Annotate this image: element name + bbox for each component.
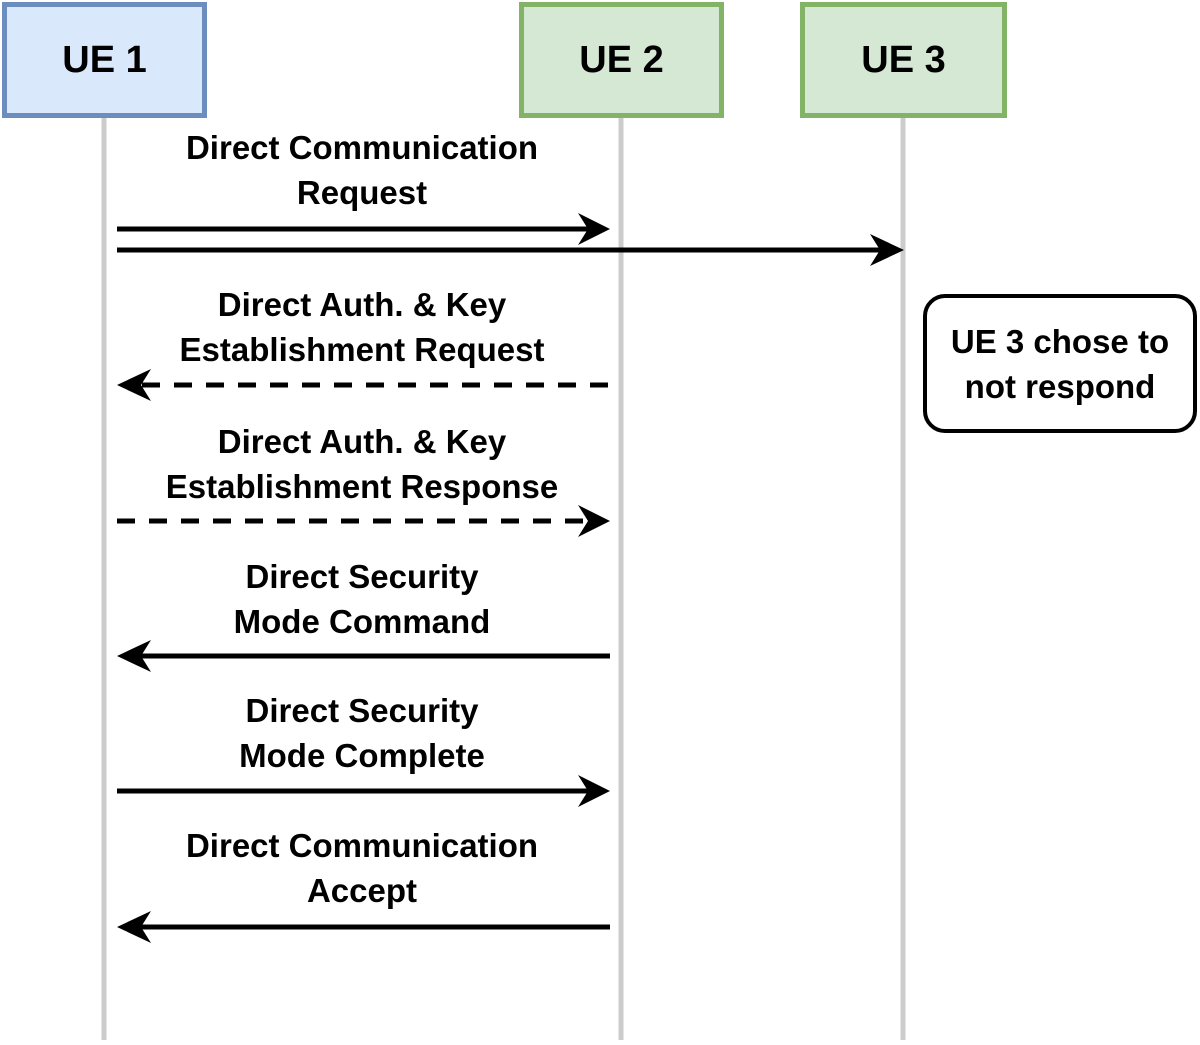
message-label-7-line1: Direct Communication (185, 827, 539, 864)
message-arrow-6 (117, 775, 610, 807)
message-label-5: Direct Security Mode Command (234, 554, 491, 644)
actor-ue3-label: UE 3 (861, 38, 946, 81)
note-line2: not respond (964, 367, 1156, 405)
message-label-4-line2: Establishment Response (165, 468, 559, 505)
message-arrow-7 (117, 911, 610, 943)
message-label-6-line2: Mode Complete (239, 737, 485, 774)
message-label-4-line1: Direct Auth. & Key (217, 423, 507, 460)
message-label-4: Direct Auth. & Key Establishment Respons… (166, 419, 558, 509)
message-label-3-line1: Direct Auth. & Key (217, 286, 507, 323)
message-label-5-line2: Mode Command (233, 603, 491, 640)
message-arrow-3 (117, 369, 608, 401)
actor-ue2: UE 2 (519, 2, 724, 118)
note-ue3: UE 3 chose to not respond (923, 294, 1197, 433)
message-label-6-line1: Direct Security (245, 692, 479, 729)
actor-ue2-label: UE 2 (579, 38, 664, 81)
message-arrow-5 (117, 640, 610, 672)
message-label-6: Direct Security Mode Complete (239, 688, 485, 778)
actor-ue3: UE 3 (800, 2, 1007, 118)
message-label-1-line2: Request (296, 174, 428, 211)
message-arrow-1 (117, 213, 610, 245)
message-label-5-line1: Direct Security (245, 558, 479, 595)
message-label-7: Direct Communication Accept (186, 823, 538, 913)
message-arrow-4 (117, 505, 610, 537)
message-label-1: Direct Communication Request (186, 125, 538, 215)
message-label-3: Direct Auth. & Key Establishment Request (180, 282, 545, 372)
actor-ue1-label: UE 1 (62, 38, 147, 81)
message-label-3-line2: Establishment Request (179, 331, 545, 368)
message-arrow-2 (117, 234, 904, 266)
message-label-7-line2: Accept (306, 872, 418, 909)
note-line1: UE 3 chose to (950, 322, 1170, 360)
actor-ue1: UE 1 (2, 2, 207, 118)
message-label-1-line1: Direct Communication (185, 129, 539, 166)
